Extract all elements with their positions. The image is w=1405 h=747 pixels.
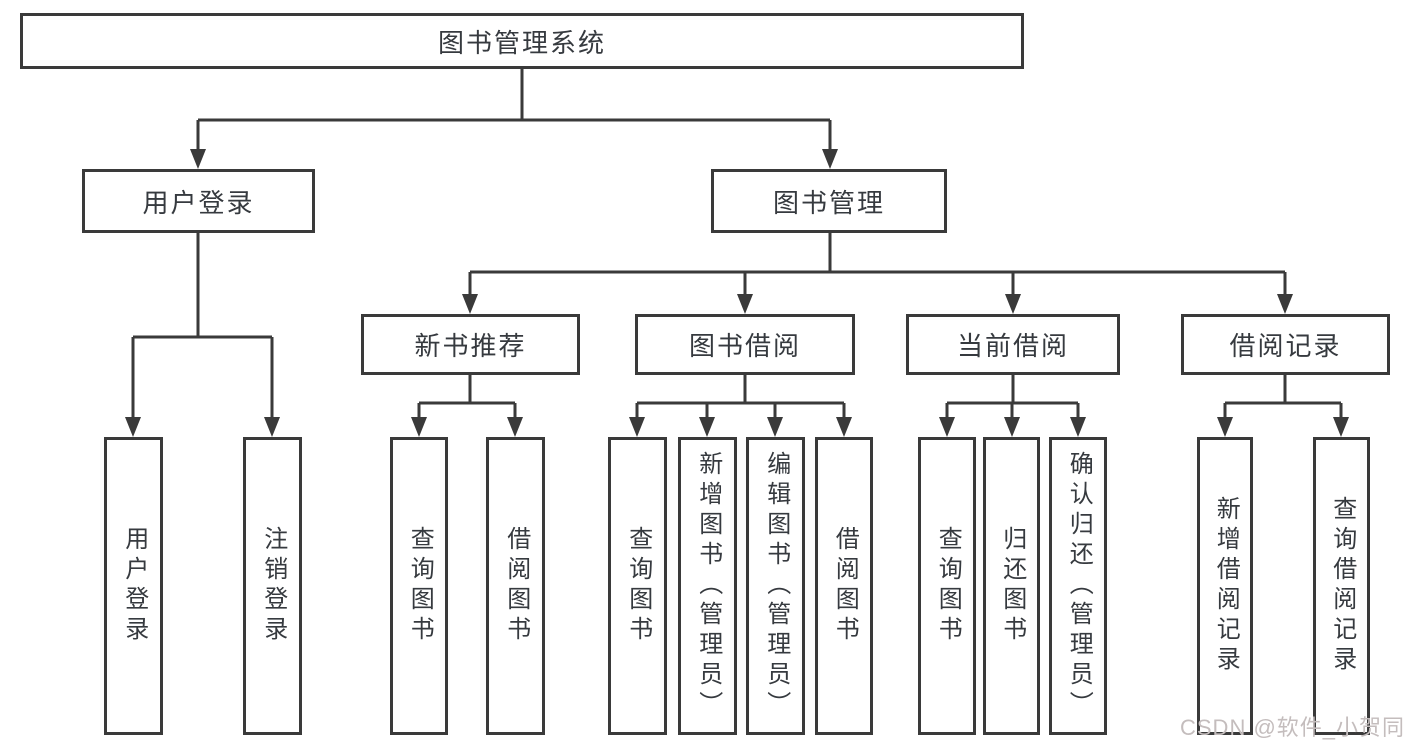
arrowhead-icon [629,417,645,437]
arrowhead-icon [1004,417,1020,437]
leaf-label: 编辑图书（管理员） [762,451,790,721]
arrowheads [125,149,1349,437]
leaf-label: 归还图书 [998,526,1026,646]
leaf-label: 注销登录 [259,526,287,646]
leaf-label: 新增借阅记录 [1212,496,1240,676]
leaf-label: 用户登录 [120,526,148,646]
connector-lines [131,68,1343,432]
edge-userlogin-to-leaves [131,233,274,432]
node-book-management: 图书管理 [711,169,947,233]
leaf-logout: 注销登录 [243,437,302,735]
arrowhead-icon [939,417,955,437]
arrowhead-icon [411,417,427,437]
arrowhead-icon [264,417,280,437]
arrowhead-icon [822,149,838,169]
arrowhead-icon [1070,417,1086,437]
leaf-label: 借阅图书 [831,526,859,646]
node-book-borrow: 图书借阅 [635,314,855,375]
arrowhead-icon [767,417,783,437]
leaf-query-books-recommend: 查询图书 [390,437,448,735]
node-root-system: 图书管理系统 [20,13,1024,69]
node-borrow-records: 借阅记录 [1181,314,1390,375]
arrowhead-icon [507,417,523,437]
leaf-label: 新增图书（管理员） [694,451,722,721]
leaf-confirm-return-admin: 确认归还（管理员） [1049,437,1107,735]
leaf-query-books-current: 查询图书 [918,437,976,735]
arrowhead-icon [125,417,141,437]
leaf-label: 查询图书 [406,526,434,646]
edge-root-to-level2 [196,68,832,164]
leaf-user-login: 用户登录 [104,437,163,735]
leaf-query-books-borrow: 查询图书 [608,437,667,735]
arrowhead-icon [737,294,753,314]
leaf-add-borrow-record: 新增借阅记录 [1197,437,1253,735]
edge-newbook-to-leaves [417,375,517,432]
leaf-add-books-admin: 新增图书（管理员） [678,437,737,735]
leaf-label: 确认归还（管理员） [1065,451,1093,721]
arrowhead-icon [190,149,206,169]
arrowhead-icon [1217,417,1233,437]
leaf-return-books: 归还图书 [983,437,1040,735]
edge-bookborrow-to-leaves [635,375,846,432]
arrowhead-icon [1277,294,1293,314]
leaf-query-borrow-record: 查询借阅记录 [1313,437,1370,735]
leaf-borrow-books: 借阅图书 [815,437,873,735]
leaf-borrow-books-recommend: 借阅图书 [486,437,545,735]
edge-records-to-leaves [1223,375,1343,432]
leaf-label: 查询图书 [624,526,652,646]
arrowhead-icon [699,417,715,437]
csdn-watermark: CSDN @软件_小贺同学 [1180,715,1405,740]
node-current-borrow: 当前借阅 [906,314,1120,375]
node-user-login: 用户登录 [82,169,315,233]
leaf-edit-books-admin: 编辑图书（管理员） [746,437,805,735]
arrowhead-icon [1005,294,1021,314]
arrowhead-icon [1333,417,1349,437]
arrowhead-icon [836,417,852,437]
leaf-label: 查询借阅记录 [1328,496,1356,676]
edge-bookmgmt-to-level3 [468,233,1287,309]
leaf-label: 查询图书 [934,526,962,646]
node-new-book-recommend: 新书推荐 [361,314,580,375]
arrowhead-icon [462,294,478,314]
leaf-label: 借阅图书 [502,526,530,646]
